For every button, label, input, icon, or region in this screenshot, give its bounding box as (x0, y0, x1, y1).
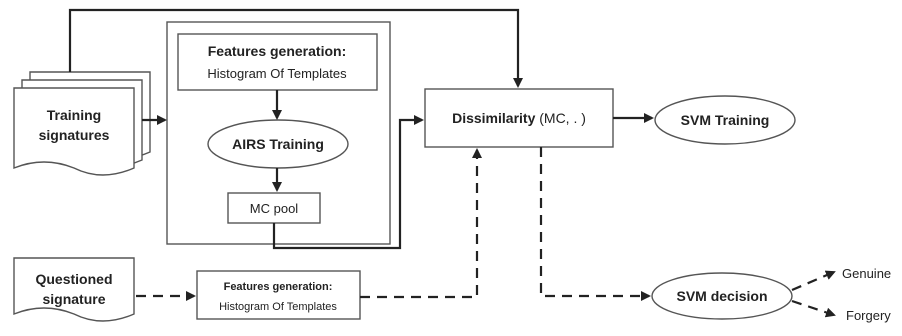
mc-pool-label: MC pool (250, 201, 299, 216)
airs-training-node: AIRS Training (207, 119, 349, 169)
svm-decision-label: SVM decision (676, 288, 767, 304)
airs-training-label: AIRS Training (232, 136, 324, 152)
training-signatures-line2: signatures (39, 127, 110, 143)
edge-mc-pool-to-dissimilarity (272, 115, 424, 250)
edge-features-to-dissimilarity (360, 148, 482, 299)
edge-training-to-dissimilarity-top (68, 8, 523, 88)
svm-training-node: SVM Training (654, 95, 796, 145)
training-signatures-line1: Training (47, 107, 101, 123)
edge-decision-to-genuine (791, 270, 836, 292)
forgery-label: Forgery (846, 308, 891, 323)
questioned-signature-line1: Questioned (35, 271, 112, 287)
features-generation-top-title: Features generation: (208, 43, 346, 59)
questioned-signature-doc: Questioned signature (13, 257, 135, 322)
genuine-label: Genuine (842, 266, 891, 281)
svm-training-label: SVM Training (681, 112, 770, 128)
svm-decision-node: SVM decision (651, 272, 793, 320)
mc-pool-box: MC pool (227, 192, 321, 224)
training-signatures-doc: Training signatures (13, 71, 151, 176)
dissimilarity-label: Dissimilarity (MC, . ) (452, 110, 586, 126)
features-generation-bottom-title: Features generation: (224, 281, 333, 293)
questioned-signature-line2: signature (42, 291, 105, 307)
features-generation-bottom-subtitle: Histogram Of Templates (219, 301, 337, 313)
features-generation-top-box: Features generation: Histogram Of Templa… (177, 33, 378, 91)
edge-dissimilarity-to-svm-decision (539, 147, 651, 301)
features-generation-bottom-box: Features generation: Histogram Of Templa… (196, 270, 361, 320)
features-generation-top-subtitle: Histogram Of Templates (207, 66, 347, 81)
edge-decision-to-forgery (791, 299, 836, 318)
dissimilarity-box: Dissimilarity (MC, . ) (424, 88, 614, 148)
